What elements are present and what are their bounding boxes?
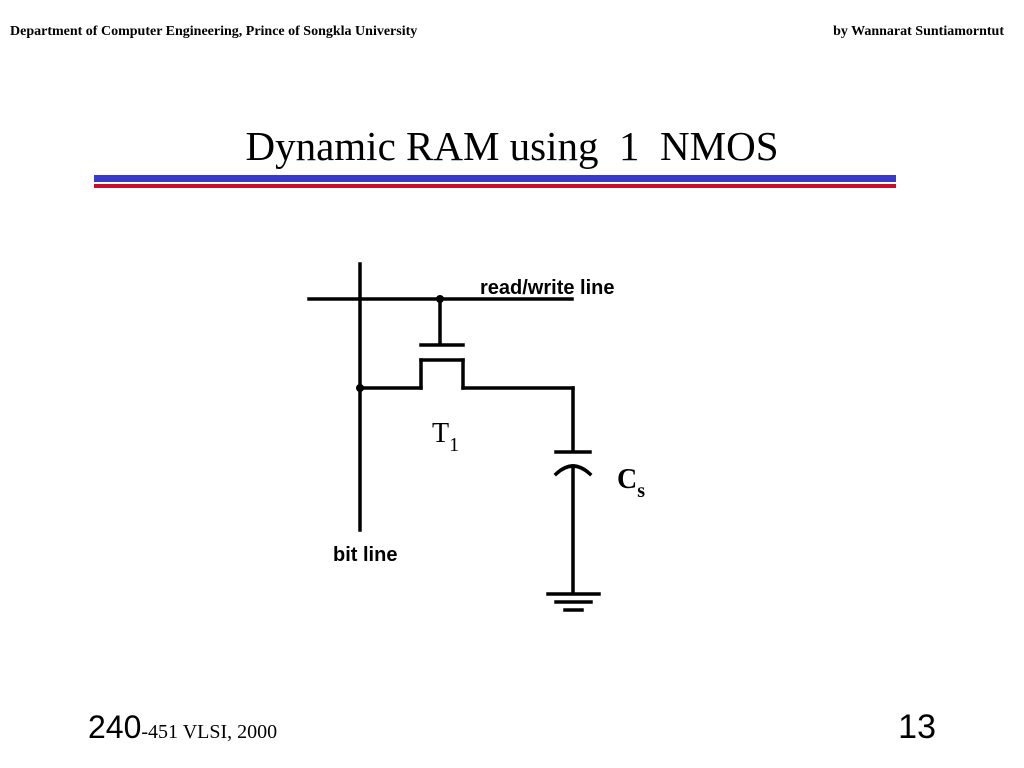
capacitor-label-main: C	[617, 464, 637, 495]
bit-line-junction	[356, 384, 364, 392]
slide-title: Dynamic RAM using 1 NMOS	[245, 123, 779, 169]
capacitor-label: Cs	[617, 464, 645, 502]
transistor-label-sub: 1	[449, 434, 459, 456]
title-rule-red	[94, 184, 896, 188]
transistor-label-main: T	[432, 418, 449, 449]
capacitor-label-sub: s	[637, 480, 645, 502]
read-write-line-label: read/write line	[480, 277, 615, 299]
footer-course: 240-451 VLSI, 2000	[88, 704, 298, 757]
footer-course-number: 240	[88, 709, 142, 745]
header-author: by Wannarat Suntiamorntut	[833, 24, 1004, 39]
bit-line-label: bit line	[333, 544, 397, 566]
title-rule-blue	[94, 175, 896, 182]
footer-course-name: -451 VLSI, 2000	[141, 721, 278, 743]
rw-gate-junction	[436, 295, 444, 303]
page-number: 13	[898, 708, 936, 746]
transistor-label: T1	[432, 418, 459, 456]
header-department: Department of Computer Engineering, Prin…	[10, 24, 418, 39]
